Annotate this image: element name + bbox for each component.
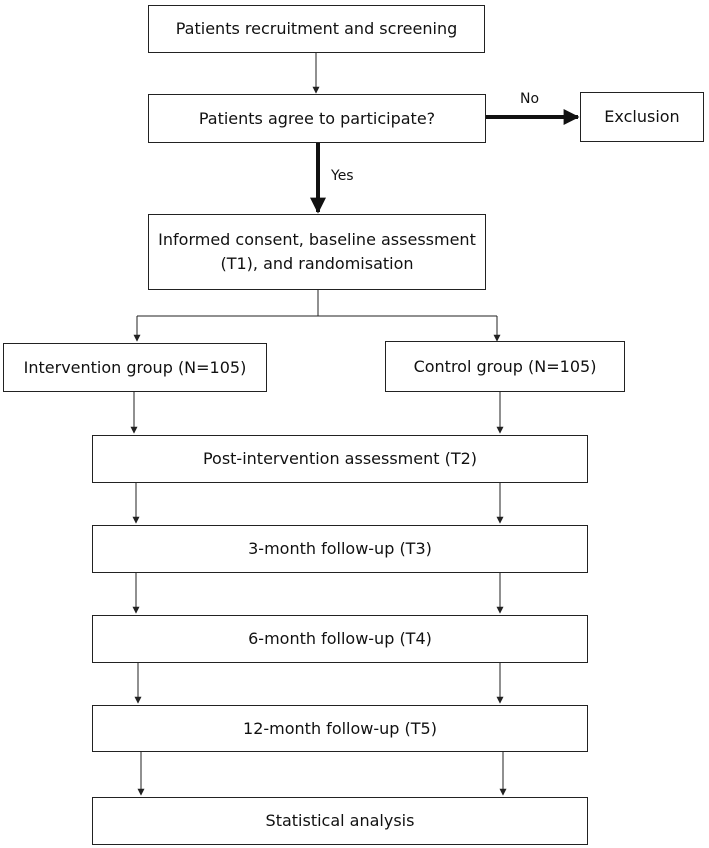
box-t4-text: 6-month follow-up (T4) — [248, 629, 432, 648]
label-no: No — [520, 91, 540, 107]
box-consent: Informed consent, baseline assessment (T… — [148, 214, 486, 290]
box-intervention-text: Intervention group (N=105) — [23, 357, 247, 377]
box-control-group: Control group (N=105) — [385, 341, 625, 392]
box-intervention-group: Intervention group (N=105) — [3, 343, 267, 392]
box-post-text: Post-intervention assessment (T2) — [202, 449, 478, 468]
box-t3-text: 3-month follow-up (T3) — [248, 539, 432, 558]
box-recruitment: Patients recruitment and screening — [148, 5, 485, 53]
box-t5: 12-month follow-up (T5) — [92, 705, 588, 752]
box-consent-line2: (T1), and randomisation — [220, 254, 414, 273]
box-statistical-analysis: Statistical analysis — [92, 797, 588, 845]
box-recruitment-text: Patients recruitment and screening — [175, 19, 458, 38]
box-exclusion-text: Exclusion — [604, 107, 680, 126]
label-yes: Yes — [331, 168, 354, 184]
box-consent-line1: Informed consent, baseline assessment — [158, 230, 476, 249]
box-agree-text: Patients agree to participate? — [198, 108, 436, 128]
box-control-text: Control group (N=105) — [413, 356, 597, 376]
box-analysis-text: Statistical analysis — [265, 811, 415, 830]
box-post-intervention: Post-intervention assessment (T2) — [92, 435, 588, 483]
box-t4: 6-month follow-up (T4) — [92, 615, 588, 663]
box-t5-text: 12-month follow-up (T5) — [243, 718, 437, 738]
box-exclusion: Exclusion — [580, 92, 704, 142]
box-agree-decision: Patients agree to participate? — [148, 94, 486, 143]
box-t3: 3-month follow-up (T3) — [92, 525, 588, 573]
